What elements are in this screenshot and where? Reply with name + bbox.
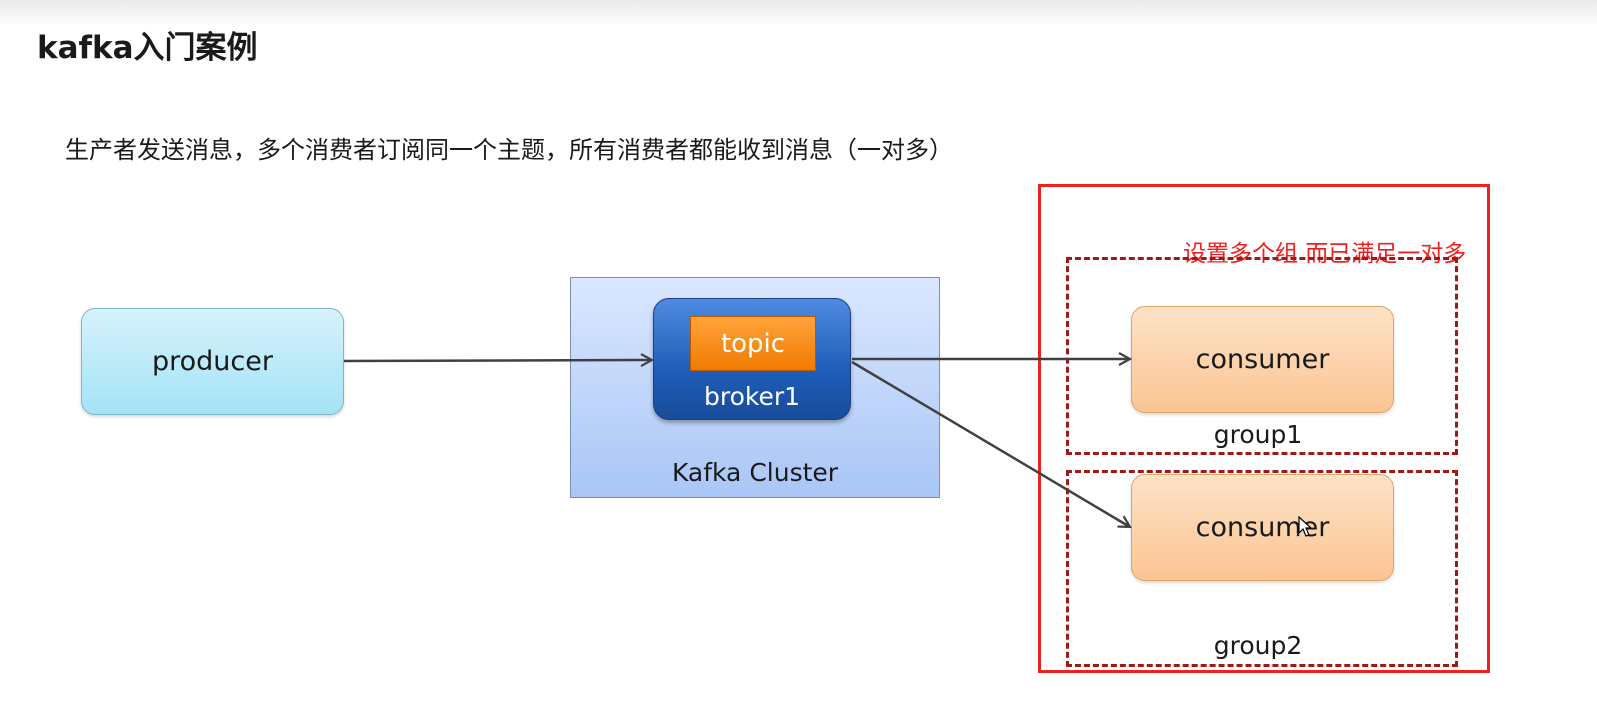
highlight-box [1038,184,1490,673]
topic-label: topic [720,328,786,359]
arrow-broker-to-consumer-2 [851,360,1130,527]
consumer-node-1: consumer [1131,306,1394,413]
top-bar [0,0,1597,26]
arrow-producer-to-broker [343,360,652,361]
producer-node: producer [81,308,344,415]
consumer-label-1: consumer [1195,344,1330,375]
page-subtitle: 生产者发送消息，多个消费者订阅同一个主题，所有消费者都能收到消息（一对多） [65,136,953,164]
producer-label: producer [152,346,273,377]
mouse-cursor-icon [1298,516,1313,537]
page-title: kafka入门案例 [37,30,258,66]
consumer-group-2-box [1066,470,1458,667]
group-label-1: group1 [1213,420,1303,449]
cluster-label: Kafka Cluster [671,458,839,487]
group-label-2: group2 [1213,631,1303,660]
consumer-group-1-box [1066,257,1458,455]
broker-label: broker1 [703,382,801,411]
annotation-note: 设置多个组 而已满足一对多 [1183,241,1467,267]
topic-node: topic [690,316,816,371]
